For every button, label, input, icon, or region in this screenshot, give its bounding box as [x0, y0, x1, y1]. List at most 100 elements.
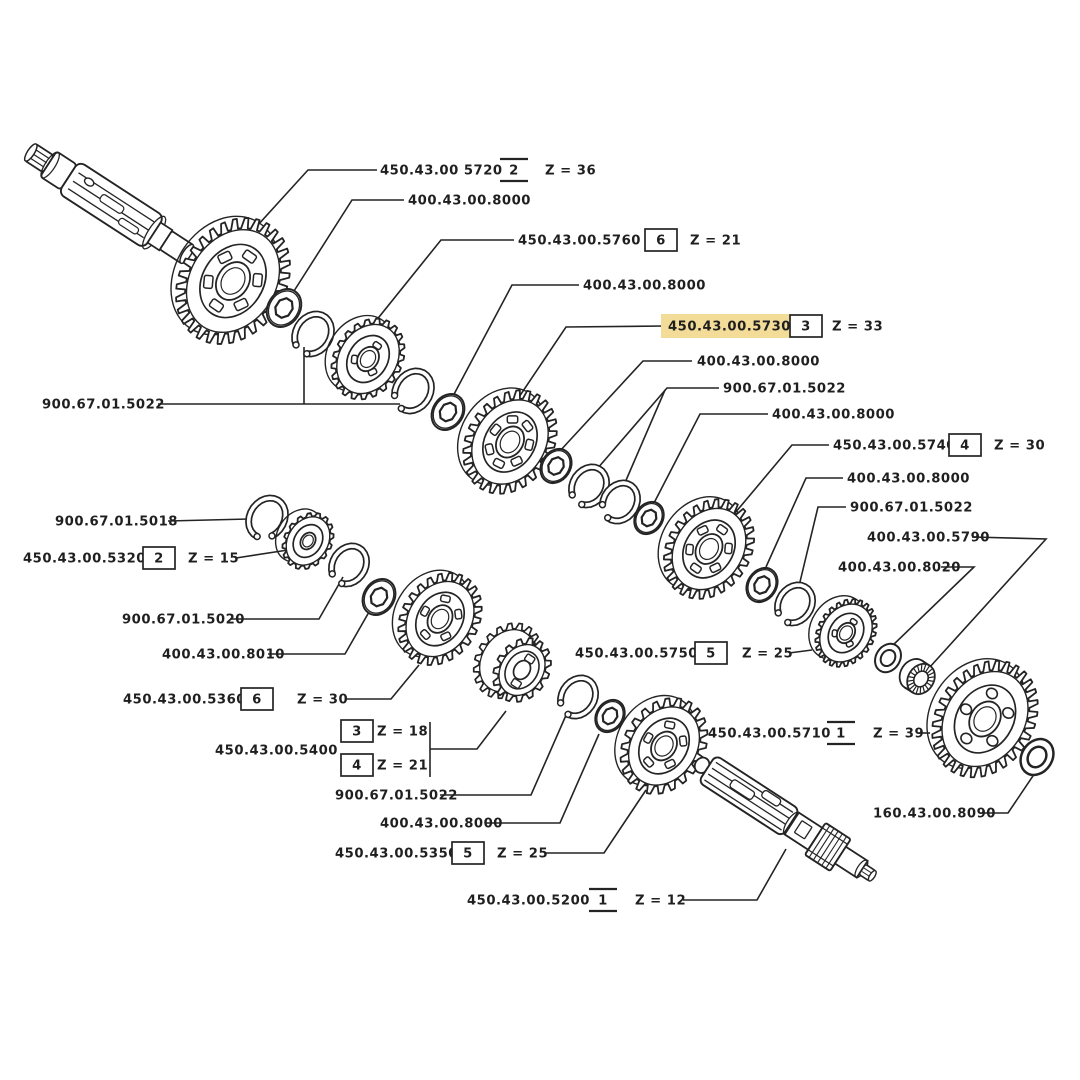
quantity-box	[240, 687, 274, 711]
quantity-value: 3	[352, 725, 362, 740]
gear-icon	[657, 496, 756, 600]
part-number: 900.67.01.5022	[335, 789, 458, 804]
washer-icon	[594, 698, 626, 734]
leader-line	[765, 477, 843, 568]
part-number: 450.43.00.5350	[335, 847, 458, 862]
leader-line	[683, 848, 787, 901]
cluster-gear-icon	[472, 622, 552, 703]
countershaft-icon	[23, 143, 195, 265]
circlip-icon	[598, 479, 641, 525]
leader-line	[440, 712, 568, 796]
tooth-count: Z = 39	[873, 727, 924, 742]
tooth-count: Z = 18	[377, 725, 428, 740]
part-label: 400.43.00.5790	[867, 531, 989, 546]
part-number: 450.43.00.5360	[123, 693, 246, 708]
quantity-box	[694, 641, 728, 665]
gear-icon	[391, 569, 483, 666]
leader-line	[653, 413, 768, 504]
part-label: 900.67.01.5022	[42, 398, 165, 413]
part-number: 450.43.00.5730	[668, 320, 791, 335]
part-label: 900.67.01.5022	[723, 382, 846, 397]
leader-line	[516, 325, 665, 401]
selection-highlight	[661, 314, 793, 338]
part-number: 400.43.00.8020	[838, 561, 961, 576]
part-label: 400.43.00.8000	[583, 279, 706, 294]
leader-line	[982, 763, 1042, 814]
tooth-count: Z = 21	[690, 234, 741, 249]
part-number: 450.43.00.5750	[575, 647, 698, 662]
part-number: 400.43.00.8000	[380, 817, 503, 832]
plain-washer-icon	[874, 642, 902, 674]
part-label-highlighted[interactable]: 450.43.00.5730 3 Z = 33	[661, 314, 883, 338]
quantity-value: 2	[509, 164, 519, 179]
part-label: 900.67.01.5022	[335, 789, 458, 804]
needle-bearing-icon	[898, 658, 936, 696]
part-number: 900.67.01.5020	[122, 613, 245, 628]
part-number: 400.43.00.8000	[847, 472, 970, 487]
part-number: 400.43.00.8000	[583, 279, 706, 294]
tooth-count: Z = 30	[994, 439, 1045, 454]
leader-line	[374, 239, 514, 323]
quantity-value: 1	[598, 894, 608, 909]
leader-line	[788, 649, 813, 654]
part-label: 900.67.01.5022	[850, 501, 972, 516]
quantity-value: 6	[656, 234, 666, 249]
part-label: 400.43.00.8000	[772, 408, 894, 423]
part-number: 900.67.01.5022	[723, 382, 846, 397]
washer-icon	[745, 566, 779, 604]
leader-line	[246, 169, 377, 238]
gear-icon	[456, 387, 558, 495]
tooth-count: Z = 15	[188, 552, 239, 567]
tooth-count: Z = 33	[832, 320, 883, 335]
part-number: 400.43.00.8010	[162, 648, 285, 663]
gear-icon	[614, 694, 709, 795]
leader-line	[623, 389, 666, 486]
leader-line	[890, 566, 976, 648]
part-number: 450.43.00.5760	[518, 234, 641, 249]
part-number: 400.43.00.8000	[697, 355, 820, 370]
circlip-icon	[390, 367, 435, 415]
part-label: 400.43.00.8000	[408, 194, 530, 209]
parts	[23, 143, 1055, 882]
circlip-icon	[328, 542, 371, 588]
quantity-box	[948, 433, 982, 457]
part-number: 900.67.01.5018	[55, 515, 178, 530]
part-number: 450.43.00.5320	[23, 552, 146, 567]
leader-line	[268, 611, 370, 655]
circlip-icon	[774, 581, 817, 627]
quantity-value: 1	[836, 727, 846, 742]
washer-icon	[430, 393, 466, 431]
washer-icon	[539, 447, 573, 485]
leader-line	[430, 710, 507, 750]
spacer-ring-icon	[1019, 737, 1055, 777]
leader-line	[798, 506, 846, 587]
quantity-value: 3	[801, 320, 811, 335]
quantity-value: 4	[352, 759, 362, 774]
quantity-box	[340, 719, 374, 743]
leader-line	[558, 360, 692, 453]
part-label: 900.67.01.5020	[122, 613, 245, 628]
quantity-box	[142, 546, 176, 570]
part-number: 900.67.01.5022	[42, 398, 165, 413]
tooth-count: Z = 25	[742, 647, 793, 662]
quantity-box	[644, 228, 678, 252]
leader-line	[546, 789, 647, 854]
quantity-box	[789, 314, 823, 338]
leader-line	[230, 576, 344, 620]
part-number: 450.43.00.5200	[467, 894, 590, 909]
part-label: 450.43.00.5750 5 Z = 25	[575, 641, 793, 665]
leader-line	[734, 444, 829, 514]
quantity-value: 5	[706, 647, 716, 662]
leader-line	[345, 664, 420, 700]
part-label: 160.43.00.8090	[873, 807, 996, 822]
part-number: 160.43.00.8090	[873, 807, 996, 822]
gear-icon	[808, 595, 878, 668]
